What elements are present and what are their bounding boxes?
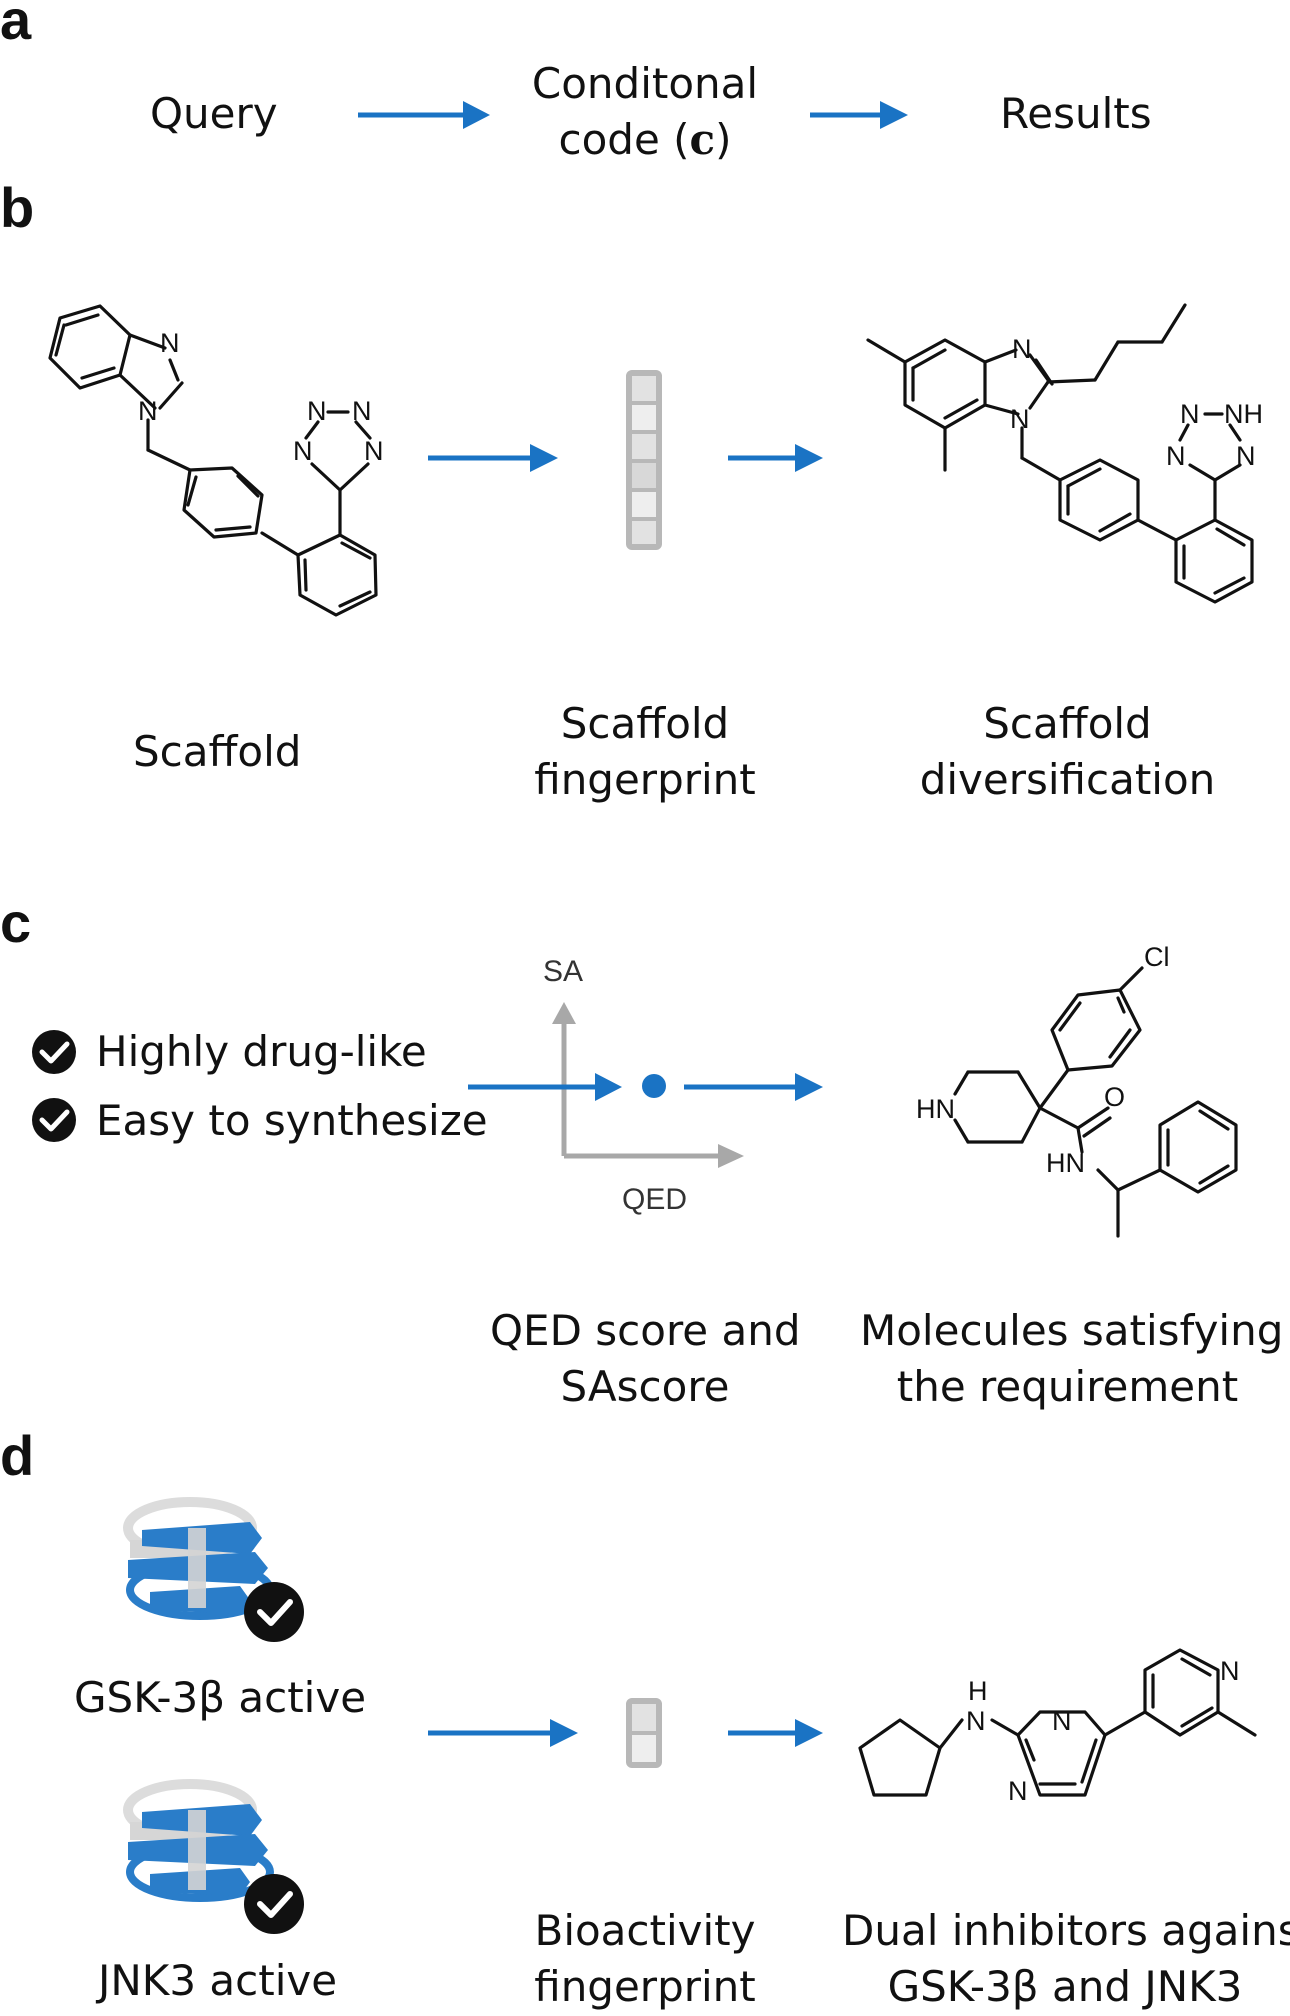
jnk3-active-label: JNK3 active [98,1956,338,2005]
arrow-code-to-results [810,101,908,129]
arrow-proteins-to-bioactivity [428,1719,578,1747]
arrow-scaffold-to-fingerprint [428,444,558,472]
arrow-bioactivity-to-inhibitor [728,1719,823,1747]
jnk3-check-icon [244,1874,304,1934]
panel-letter-d: d [0,1424,35,1487]
svg-text:N: N [1010,404,1030,434]
svg-text:N: N [1008,1776,1028,1806]
qed-score-label: QED score and SAscore [490,1303,801,1415]
svg-text:N: N [160,328,180,358]
scaffold-diversification-label: Scaffold diversification [915,696,1220,808]
bioactivity-fingerprint-label: Bioactivity fingerprint [520,1903,770,2015]
svg-text:N: N [1220,1656,1240,1686]
arrow-axes-to-molecule [684,1073,823,1101]
dual-inhibitors-line1: Dual inhibitors against [842,1906,1290,1955]
diversified-molecule-atoms: N N N N N NH [1010,334,1263,471]
query-label: Query [150,89,278,138]
gsk-active-label: GSK-3β active [74,1673,367,1722]
bioactivity-fingerprint-line2: fingerprint [534,1962,756,2011]
check-easy-to-synthesize: Easy to synthesize [96,1096,488,1145]
molecules-satisfying-line2: the requirement [896,1362,1239,1411]
scaffold-diversification-line1: Scaffold [983,699,1152,748]
axis-label-qed: QED [622,1183,688,1216]
svg-text:N: N [352,396,372,426]
check-icon-2 [32,1098,76,1142]
scaffold-fingerprint-vector [626,370,662,550]
arrow-query-to-code [358,101,490,129]
molecules-satisfying-line1: Molecules satisfying [860,1306,1284,1355]
satisfying-molecule [953,966,1238,1238]
qed-score-line1: QED score and [490,1306,801,1355]
svg-text:N: N [293,436,313,466]
dual-inhibitor-molecule [858,1648,1257,1797]
scaffold-fingerprint-label: Scaffold fingerprint [520,696,770,808]
svg-text:N: N [307,396,327,426]
gsk3b-check-icon [244,1582,304,1642]
bioactivity-fingerprint-vector [626,1698,662,1768]
molecules-satisfying-label: Molecules satisfying the requirement [860,1303,1284,1415]
svg-text:N: N [1012,334,1032,364]
qed-score-line2: SAscore [560,1362,730,1411]
svg-text:HN: HN [916,1094,955,1124]
conditional-code-line2: code (c) [558,115,732,164]
scaffold-fingerprint-line2: fingerprint [534,755,756,804]
satisfying-molecule-atoms: HN O HN Cl [916,942,1170,1178]
svg-text:N: N [1180,399,1200,429]
results-label: Results [1000,89,1152,138]
jnk3-protein-icon [123,1779,274,1902]
bioactivity-fingerprint-line1: Bioactivity [534,1906,756,1955]
dual-inhibitors-line2: GSK-3β and JNK3 [887,1962,1243,2011]
panel-letter-b: b [0,176,35,239]
arrow-checks-to-axes [468,1073,622,1101]
svg-text:N: N [1236,441,1256,471]
axis-label-sa: SA [543,955,584,988]
panel-letter-c: c [0,891,32,954]
scaffold-molecule-atoms: N N N N N N [138,328,384,466]
svg-text:Cl: Cl [1144,942,1170,972]
arrow-fingerprint-to-diversification [728,444,823,472]
check-highly-drug-like: Highly drug-like [96,1027,427,1076]
panel-letter-a: a [0,0,32,51]
diversified-molecule [866,303,1254,604]
scaffold-label: Scaffold [133,727,302,776]
svg-text:N: N [1052,1706,1072,1736]
scaffold-molecule [48,304,378,617]
svg-text:H: H [968,1676,988,1706]
score-point [642,1074,666,1098]
code-symbol: c [689,115,716,164]
scaffold-fingerprint-line1: Scaffold [560,699,730,748]
dual-inhibitors-label: Dual inhibitors against GSK-3β and JNK3 [842,1903,1290,2015]
svg-text:HN: HN [1046,1148,1085,1178]
svg-text:N: N [966,1706,986,1736]
svg-text:N: N [1166,441,1186,471]
conditional-code-line1: Conditonal [531,59,759,108]
scaffold-diversification-line2: diversification [919,755,1216,804]
dual-inhibitor-molecule-atoms: H N N N N [966,1656,1240,1806]
svg-text:O: O [1104,1082,1125,1112]
svg-text:N: N [364,436,384,466]
svg-text:NH: NH [1224,399,1263,429]
check-icon-1 [32,1030,76,1074]
svg-text:N: N [138,396,158,426]
conditional-code-label: Conditonal code (c) [530,56,760,168]
